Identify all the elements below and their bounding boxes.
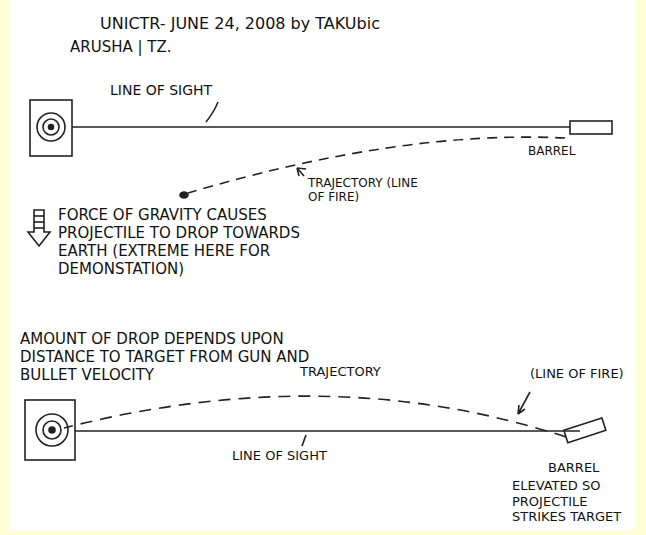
note-label: FORCE OF GRAVITY CAUSES PROJECTILE TO DR… (58, 206, 323, 278)
note-label: BARREL (548, 460, 628, 476)
target-board (30, 100, 72, 156)
note-label: ARUSHA | TZ. (70, 38, 270, 56)
gravity-arrow-hatch (34, 221, 44, 223)
barrel-symbol (570, 121, 612, 134)
target-board (25, 400, 75, 460)
target-center (49, 125, 54, 130)
leader-line (206, 102, 218, 122)
note-label: (LINE OF FIRE) (530, 366, 635, 382)
trajectory-line (64, 396, 566, 437)
target-ring (37, 113, 65, 141)
gravity-arrow (28, 210, 50, 246)
leader-line (302, 435, 306, 446)
note-label: BARREL (528, 144, 608, 158)
note-label: UNICTR- JUNE 24, 2008 by TAKUbic (100, 14, 500, 33)
leader-arrow (518, 392, 530, 414)
bullet (180, 192, 188, 198)
gravity-arrow-hatch (34, 227, 44, 229)
target-ring (36, 414, 68, 446)
sight-line (72, 126, 570, 128)
barrel-symbol (564, 418, 606, 443)
note-label: LINE OF SIGHT (232, 448, 362, 464)
note-label: LINE OF SIGHT (110, 82, 260, 99)
target-ring (43, 119, 59, 135)
gravity-arrow-hatch (34, 215, 44, 217)
target-ring (43, 421, 61, 439)
note-label: TRAJECTORY (LINE OF FIRE) (308, 176, 423, 205)
note-label: AMOUNT OF DROP DEPENDS UPON DISTANCE TO … (20, 330, 320, 384)
note-label: ELEVATED SO PROJECTILE STRIKES TARGET (512, 478, 634, 525)
target-center (49, 427, 55, 433)
sight-line (75, 430, 580, 432)
leader-arrow (297, 168, 306, 176)
note-label: TRAJECTORY (300, 364, 420, 380)
